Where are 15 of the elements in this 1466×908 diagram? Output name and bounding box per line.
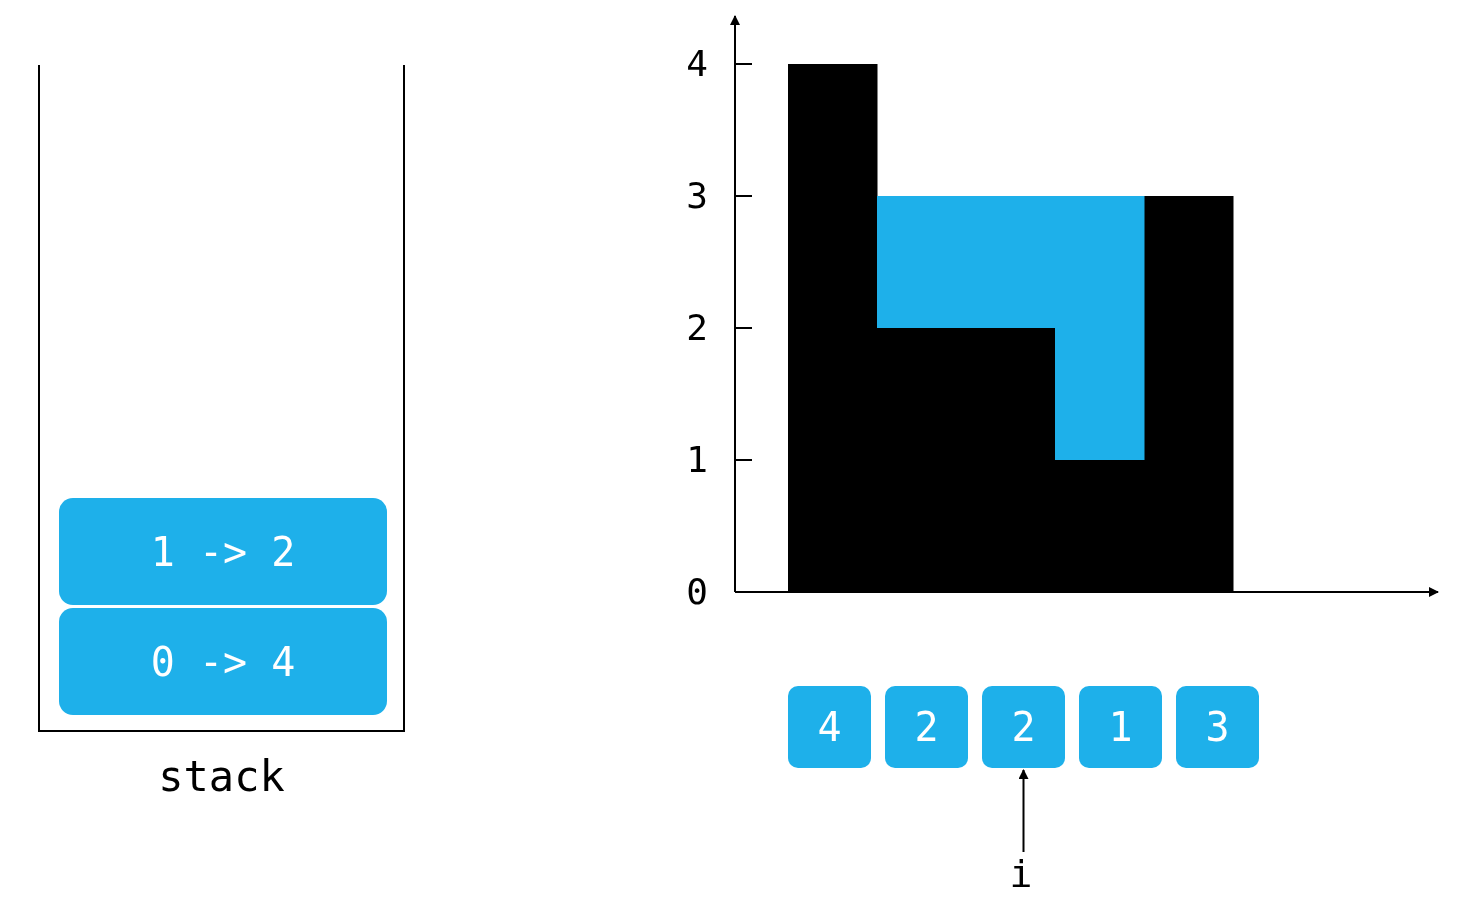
array-element: 2 [982, 686, 1065, 768]
array-element: 1 [1079, 686, 1162, 768]
tick-label: 0 [686, 571, 708, 612]
tick-label: 4 [686, 43, 708, 84]
stack-item: 1 -> 2 [59, 498, 387, 605]
stack-item: 0 -> 4 [59, 608, 387, 715]
array-element: 4 [788, 686, 871, 768]
stack-label: stack [157, 752, 286, 802]
arrow [1018, 769, 1029, 853]
tick-label: 1 [686, 439, 708, 480]
array-element: 3 [1176, 686, 1259, 768]
tick-label: 2 [686, 307, 708, 348]
array-element: 2 [885, 686, 968, 768]
index-label: i [1000, 852, 1042, 896]
tick-label: 3 [686, 175, 708, 216]
